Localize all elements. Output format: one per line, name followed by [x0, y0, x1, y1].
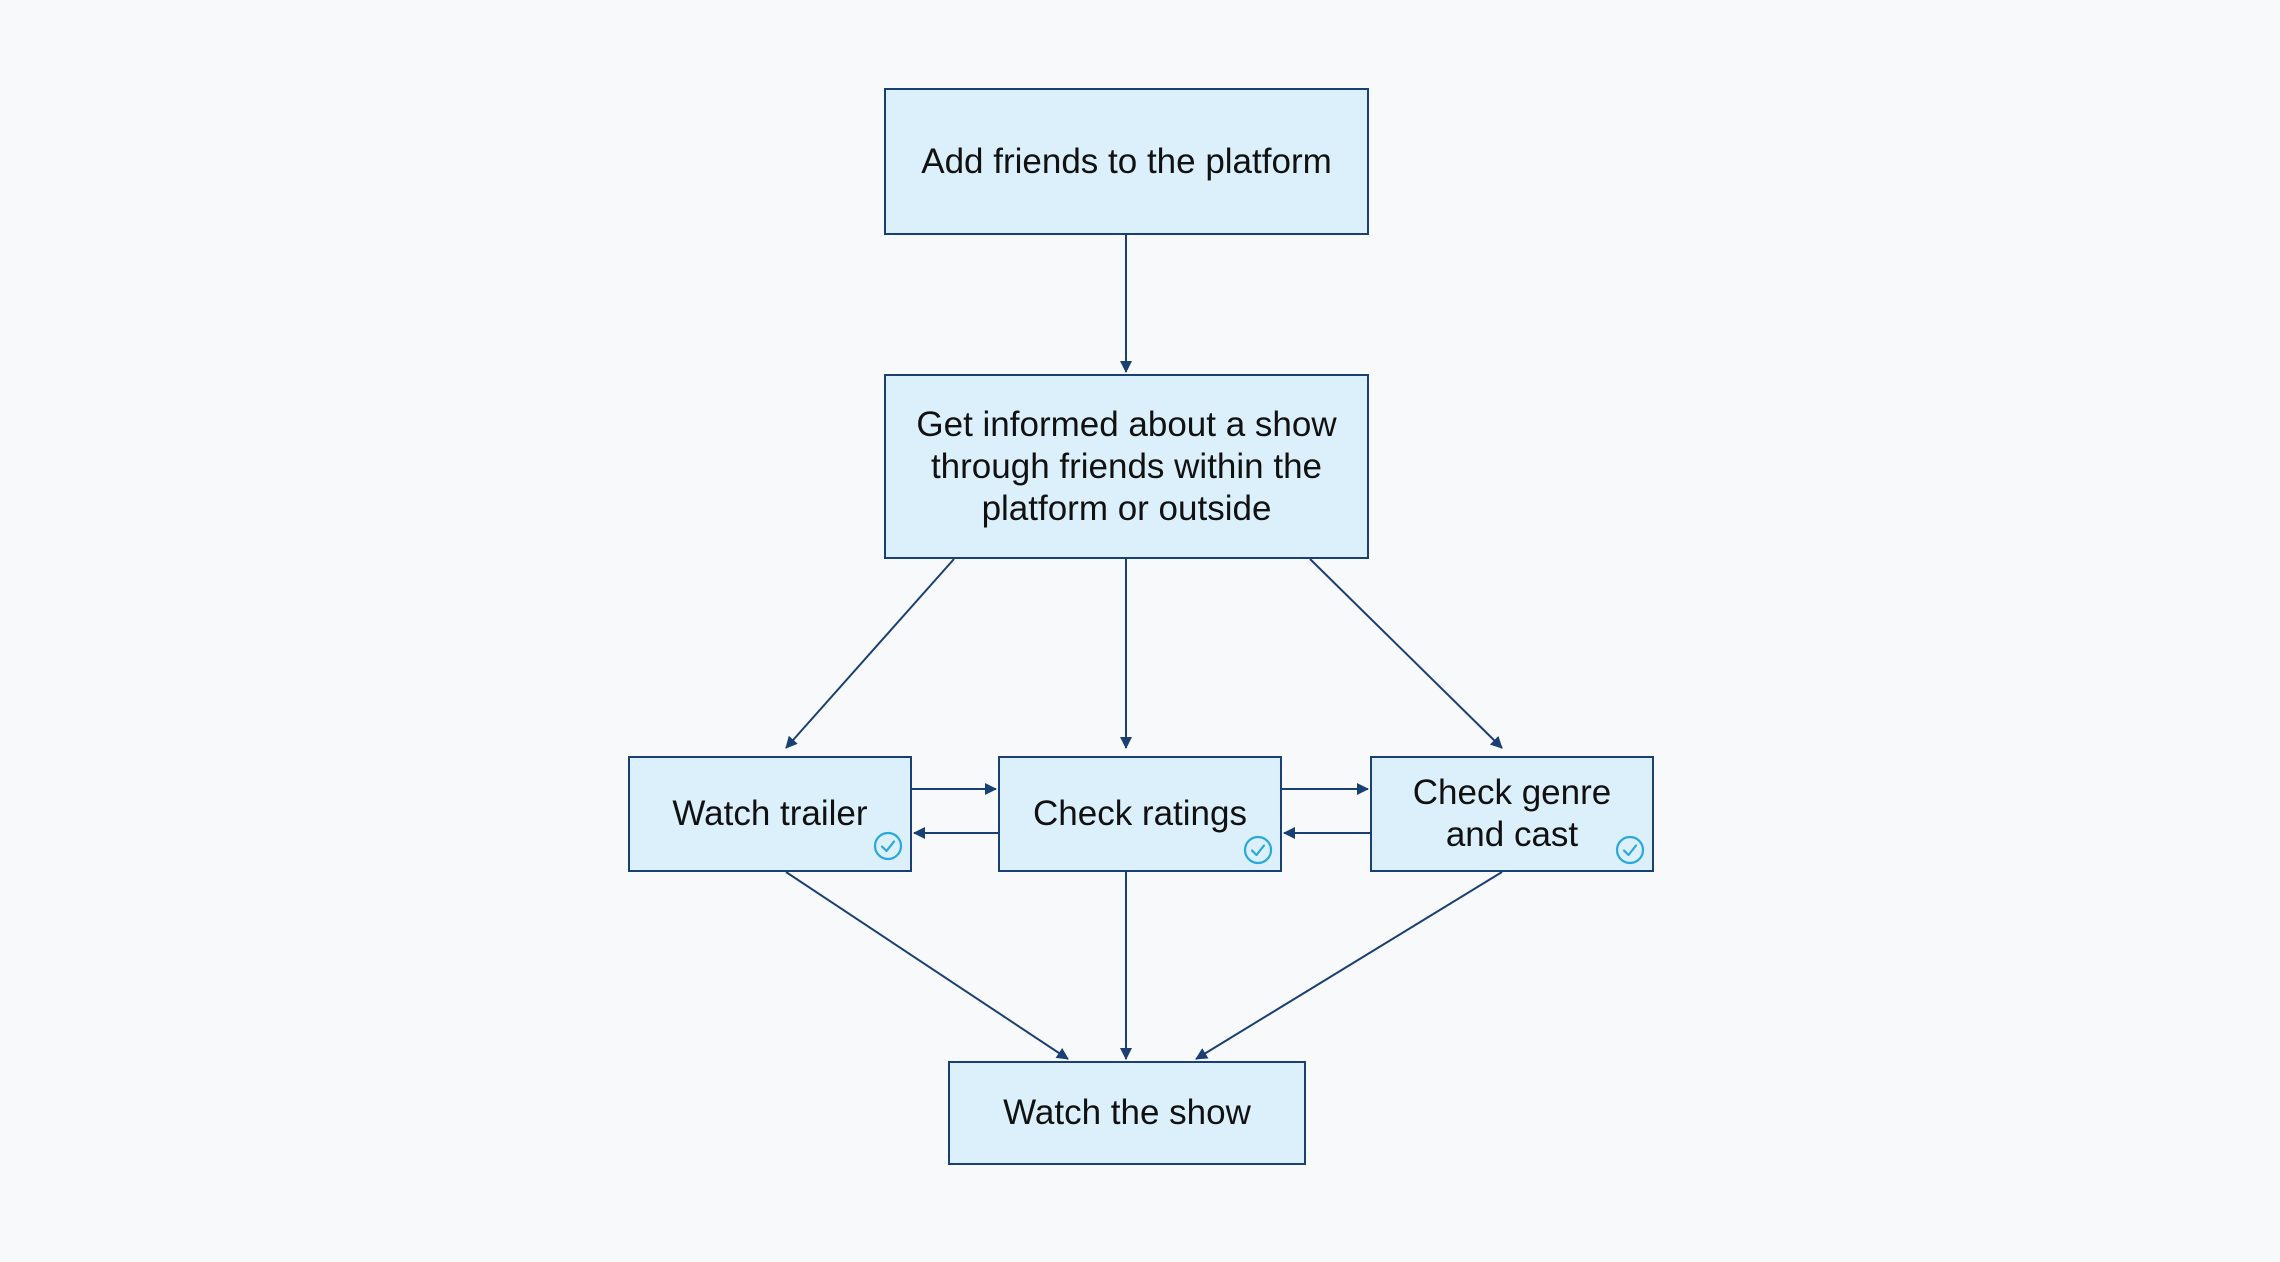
edge-info-to-trailer: [785, 558, 955, 749]
step-watch-trailer[interactable]: Watch trailer: [628, 756, 912, 872]
edge-genre-to-show: [1195, 871, 1503, 1060]
edge-info-to-genre: [1309, 558, 1503, 749]
step-watch-show-label: Watch the show: [1003, 1093, 1251, 1132]
edge-trailer-to-show: [785, 871, 1069, 1060]
step-add-friends-label: Add friends to the platform: [921, 141, 1332, 181]
step-check-genre-cast-label: Check genre and cast: [1412, 773, 1612, 854]
step-check-genre-cast[interactable]: Check genre and cast: [1370, 756, 1654, 872]
step-check-ratings[interactable]: Check ratings: [998, 756, 1282, 872]
check-circle-icon: [873, 831, 903, 861]
step-get-informed-label: Get informed about a show through friend…: [916, 404, 1337, 528]
step-check-ratings-label: Check ratings: [1033, 794, 1247, 833]
step-get-informed[interactable]: Get informed about a show through friend…: [884, 374, 1369, 559]
check-circle-icon: [1615, 835, 1645, 865]
step-watch-trailer-label: Watch trailer: [672, 794, 868, 833]
check-circle-icon: [1243, 835, 1273, 865]
step-add-friends[interactable]: Add friends to the platform: [884, 88, 1369, 235]
step-watch-show[interactable]: Watch the show: [948, 1061, 1306, 1165]
